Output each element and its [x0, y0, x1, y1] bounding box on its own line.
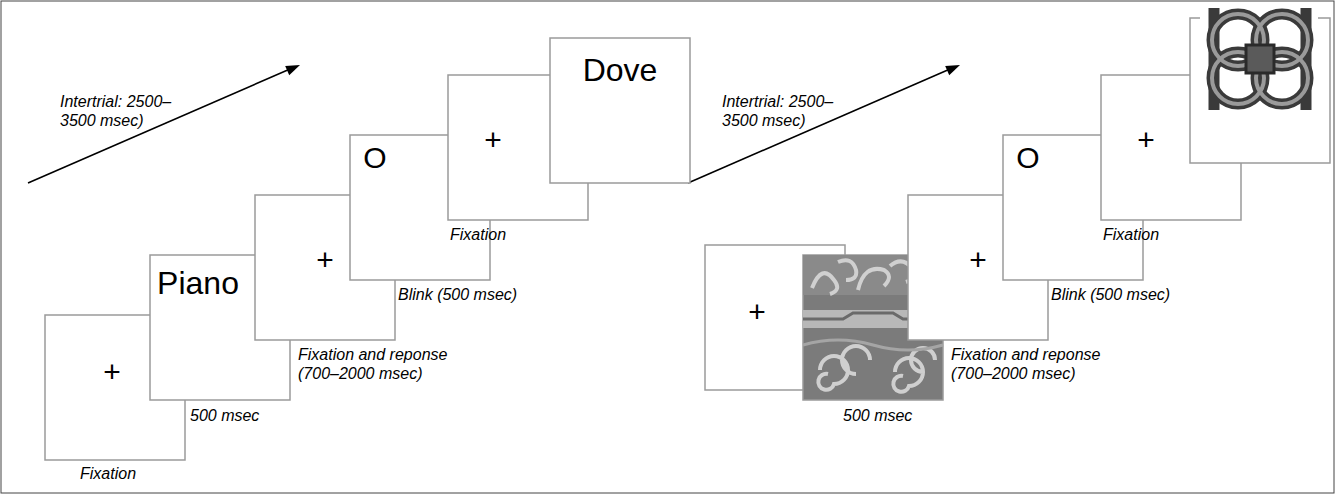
frame-caption: Blink (500 msec): [1051, 285, 1181, 304]
frame-caption: Blink (500 msec): [398, 285, 528, 304]
stimulus-text: +: [103, 357, 121, 387]
frame-caption: Fixation: [80, 464, 200, 483]
trial-frame: Piano500 msec: [150, 255, 290, 400]
frame-caption: Fixation and reponse (700–2000 msec): [298, 345, 453, 383]
stimulus-text: +: [484, 125, 502, 155]
stimulus-text: +: [1137, 125, 1155, 155]
timing-note: Intertrial: 2500– 3500 msec): [722, 92, 862, 130]
timing-note: 500 msec: [843, 406, 963, 425]
stimulus-text: +: [316, 245, 334, 275]
trial-frame: +Fixation and reponse (700–2000 msec): [255, 195, 395, 340]
stimulus-text: +: [748, 297, 766, 327]
trial-frame: Dove: [550, 38, 690, 183]
stimulus-text: O: [1016, 143, 1039, 173]
stimulus-text: +: [969, 245, 987, 275]
frame-caption: Fixation: [450, 225, 570, 244]
stimulus-text: O: [363, 143, 386, 173]
knot-picture: [1200, 4, 1318, 112]
trial-frame: +Fixation: [1101, 75, 1241, 220]
stimulus-text: Dove: [583, 54, 658, 86]
trial-frame: OBlink (500 msec): [350, 135, 490, 280]
trial-frame: OBlink (500 msec): [1003, 135, 1143, 280]
stimulus-text: Piano: [157, 267, 239, 299]
frame-caption: Fixation: [1103, 225, 1223, 244]
trial-frame: +Fixation: [45, 315, 185, 460]
frame-caption: 500 msec: [190, 406, 310, 425]
trial-frame: +: [705, 245, 845, 390]
trial-frame: +Fixation and reponse (700–2000 msec): [908, 195, 1048, 340]
frame-caption: Fixation and reponse (700–2000 msec): [951, 345, 1106, 383]
timing-note: Intertrial: 2500– 3500 msec): [60, 92, 200, 130]
screen-frames: [908, 18, 1330, 340]
time-arrow: [688, 65, 960, 183]
trial-frame: +Fixation: [448, 75, 588, 220]
time-arrow: [28, 65, 300, 183]
